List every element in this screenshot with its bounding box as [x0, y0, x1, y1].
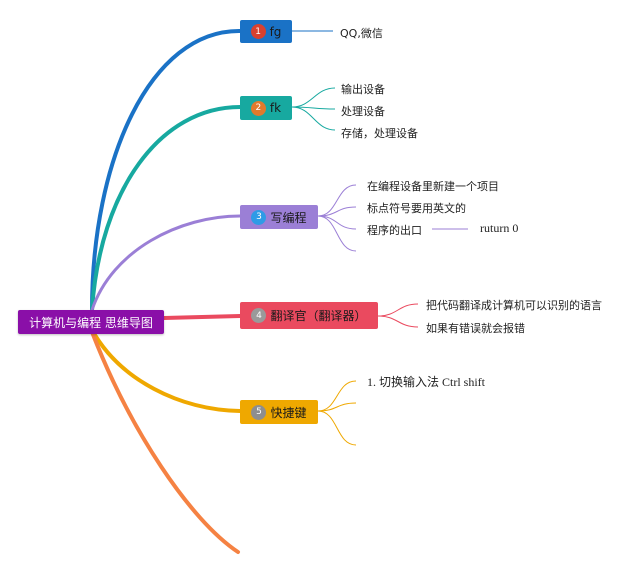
topic-label: 翻译官（翻译器） — [270, 309, 367, 323]
topic-label: fg — [269, 24, 282, 39]
leaf-connector — [317, 410, 357, 446]
number-badge-icon: 1 — [250, 24, 266, 39]
leaf-connector — [317, 402, 357, 412]
leaf-return-zero[interactable]: ruturn 0 — [480, 221, 519, 235]
topic-fk[interactable]: 2 fk — [240, 96, 292, 120]
leaf-connector — [317, 184, 357, 217]
leaf-new-project[interactable]: 在编程设备里新建一个项目 — [367, 180, 499, 193]
leaf-connector — [291, 87, 336, 108]
topic-label: 写编程 — [270, 210, 307, 225]
leaf-connector — [317, 215, 357, 252]
topic-shortcuts[interactable]: 5 快捷键 — [240, 400, 318, 424]
topic-translator[interactable]: 4 翻译官（翻译器） — [240, 302, 378, 329]
leaf-translate-code[interactable]: 把代码翻译成计算机可以识别的语言 — [426, 299, 602, 312]
leaf-connector — [317, 215, 357, 230]
branch-3-connector — [90, 214, 242, 312]
leaf-switch-input[interactable]: 1. 切换输入法 Ctrl shift — [367, 375, 486, 389]
root-topic[interactable]: 计算机与编程 思维导图 — [18, 310, 164, 334]
leaf-error-report[interactable]: 如果有错误就会报错 — [426, 322, 525, 335]
leaf-english-punctuation[interactable]: 标点符号要用英文的 — [367, 202, 466, 215]
branch-4-connector — [162, 314, 242, 320]
number-badge-icon: 4 — [251, 308, 267, 323]
number-badge-icon: 5 — [251, 404, 267, 420]
leaf-processing-device[interactable]: 处理设备 — [341, 105, 385, 118]
leaf-program-exit[interactable]: 程序的出口 — [367, 224, 422, 237]
topic-fg[interactable]: 1 fg — [240, 20, 292, 43]
branch-6-connector — [90, 330, 240, 554]
leaf-connector — [377, 315, 419, 328]
leaf-connector — [377, 303, 419, 317]
branch-5-connector — [90, 328, 242, 413]
leaf-output-device[interactable]: 输出设备 — [341, 83, 385, 96]
topic-label: 快捷键 — [270, 405, 307, 420]
branch-2-connector — [90, 105, 242, 312]
leaf-storage-device[interactable]: 存储，处理设备 — [341, 127, 418, 140]
root-topic-label: 计算机与编程 思维导图 — [29, 315, 153, 330]
number-badge-icon: 2 — [250, 100, 266, 116]
branch-1-connector — [90, 28, 242, 312]
leaf-connector — [317, 380, 357, 412]
leaf-qq-wechat[interactable]: QQ,微信 — [340, 27, 383, 40]
topic-write-program[interactable]: 3 写编程 — [240, 205, 318, 229]
leaf-connector — [291, 106, 336, 131]
number-badge-icon: 3 — [251, 209, 267, 225]
topic-label: fk — [269, 101, 282, 115]
